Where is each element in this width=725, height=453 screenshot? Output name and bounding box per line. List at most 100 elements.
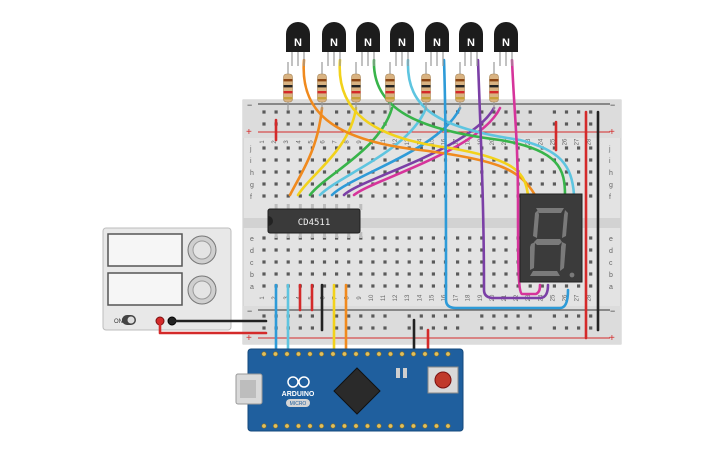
- rail-hole[interactable]: [359, 122, 363, 126]
- rail-hole[interactable]: [564, 314, 569, 318]
- rail-hole[interactable]: [456, 122, 460, 126]
- breadboard-hole[interactable]: [456, 248, 460, 252]
- rail-hole[interactable]: [516, 110, 520, 114]
- breadboard-hole[interactable]: [419, 236, 423, 240]
- breadboard-hole[interactable]: [528, 158, 532, 162]
- breadboard-hole[interactable]: [347, 170, 351, 174]
- breadboard-hole[interactable]: [468, 272, 472, 276]
- breadboard-hole[interactable]: [419, 248, 423, 252]
- breadboard-hole[interactable]: [504, 236, 508, 240]
- rail-hole[interactable]: [407, 110, 411, 114]
- breadboard-hole[interactable]: [371, 260, 375, 264]
- breadboard-hole[interactable]: [310, 272, 314, 276]
- rail-hole[interactable]: [298, 314, 302, 318]
- breadboard-hole[interactable]: [298, 182, 302, 186]
- rail-hole[interactable]: [589, 122, 593, 126]
- breadboard-hole[interactable]: [274, 272, 278, 276]
- arduino-header-pin[interactable]: [341, 351, 347, 357]
- breadboard-hole[interactable]: [589, 194, 593, 198]
- breadboard-hole[interactable]: [322, 146, 327, 150]
- breadboard-hole[interactable]: [516, 146, 520, 150]
- breadboard-hole[interactable]: [262, 248, 266, 252]
- breadboard-hole[interactable]: [262, 284, 266, 288]
- breadboard-hole[interactable]: [468, 236, 472, 240]
- rail-hole[interactable]: [371, 122, 375, 126]
- breadboard-hole[interactable]: [407, 284, 411, 288]
- rail-hole[interactable]: [552, 122, 556, 126]
- breadboard-hole[interactable]: [298, 170, 302, 174]
- rail-hole[interactable]: [577, 110, 581, 114]
- breadboard-hole[interactable]: [383, 170, 387, 174]
- breadboard-hole[interactable]: [431, 182, 435, 186]
- breadboard-hole[interactable]: [492, 284, 496, 288]
- rail-hole[interactable]: [407, 326, 411, 330]
- breadboard-hole[interactable]: [468, 284, 472, 288]
- rail-hole[interactable]: [407, 314, 411, 318]
- rail-hole[interactable]: [480, 326, 484, 330]
- breadboard-hole[interactable]: [322, 170, 327, 174]
- rail-hole[interactable]: [564, 110, 569, 114]
- rail-hole[interactable]: [383, 326, 387, 330]
- breadboard-hole[interactable]: [589, 170, 593, 174]
- breadboard-hole[interactable]: [492, 158, 496, 162]
- arduino-header-pin[interactable]: [399, 351, 405, 357]
- breadboard-hole[interactable]: [298, 158, 302, 162]
- rail-hole[interactable]: [577, 326, 581, 330]
- arduino-header-pin[interactable]: [433, 423, 439, 429]
- breadboard-hole[interactable]: [383, 158, 387, 162]
- breadboard-hole[interactable]: [577, 284, 581, 288]
- rail-hole[interactable]: [419, 122, 423, 126]
- breadboard-hole[interactable]: [552, 182, 556, 186]
- breadboard-hole[interactable]: [504, 158, 508, 162]
- breadboard-hole[interactable]: [298, 260, 302, 264]
- breadboard-hole[interactable]: [335, 284, 339, 288]
- rail-hole[interactable]: [274, 110, 278, 114]
- breadboard-hole[interactable]: [589, 158, 593, 162]
- rail-hole[interactable]: [431, 314, 435, 318]
- breadboard-hole[interactable]: [492, 272, 496, 276]
- rail-hole[interactable]: [443, 314, 448, 318]
- breadboard-hole[interactable]: [456, 170, 460, 174]
- breadboard-hole[interactable]: [552, 284, 556, 288]
- rail-hole[interactable]: [492, 314, 496, 318]
- rail-hole[interactable]: [262, 110, 266, 114]
- breadboard-hole[interactable]: [359, 158, 363, 162]
- rail-hole[interactable]: [335, 110, 339, 114]
- breadboard-hole[interactable]: [407, 158, 411, 162]
- breadboard-hole[interactable]: [310, 182, 314, 186]
- rail-hole[interactable]: [310, 110, 314, 114]
- breadboard-hole[interactable]: [310, 194, 314, 198]
- breadboard-hole[interactable]: [456, 194, 460, 198]
- breadboard-hole[interactable]: [383, 248, 387, 252]
- rail-hole[interactable]: [528, 326, 532, 330]
- breadboard-hole[interactable]: [564, 158, 569, 162]
- breadboard-hole[interactable]: [480, 272, 484, 276]
- rail-hole[interactable]: [383, 110, 387, 114]
- breadboard-hole[interactable]: [407, 182, 411, 186]
- breadboard-hole[interactable]: [552, 170, 556, 174]
- breadboard-hole[interactable]: [492, 236, 496, 240]
- breadboard-hole[interactable]: [347, 272, 351, 276]
- breadboard-hole[interactable]: [395, 170, 399, 174]
- breadboard-hole[interactable]: [552, 146, 556, 150]
- rail-hole[interactable]: [456, 314, 460, 318]
- breadboard-hole[interactable]: [310, 158, 314, 162]
- breadboard-hole[interactable]: [480, 260, 484, 264]
- rail-hole[interactable]: [516, 326, 520, 330]
- breadboard-hole[interactable]: [286, 194, 290, 198]
- rail-hole[interactable]: [589, 110, 593, 114]
- breadboard-hole[interactable]: [274, 170, 278, 174]
- breadboard-hole[interactable]: [419, 194, 423, 198]
- arduino-header-pin[interactable]: [399, 423, 405, 429]
- breadboard-hole[interactable]: [298, 194, 302, 198]
- breadboard-hole[interactable]: [492, 170, 496, 174]
- breadboard-hole[interactable]: [589, 272, 593, 276]
- breadboard-hole[interactable]: [577, 158, 581, 162]
- breadboard-hole[interactable]: [431, 170, 435, 174]
- breadboard-hole[interactable]: [492, 194, 496, 198]
- arduino-header-pin[interactable]: [295, 423, 301, 429]
- breadboard-hole[interactable]: [383, 194, 387, 198]
- breadboard-hole[interactable]: [431, 248, 435, 252]
- breadboard-hole[interactable]: [407, 260, 411, 264]
- breadboard-hole[interactable]: [407, 272, 411, 276]
